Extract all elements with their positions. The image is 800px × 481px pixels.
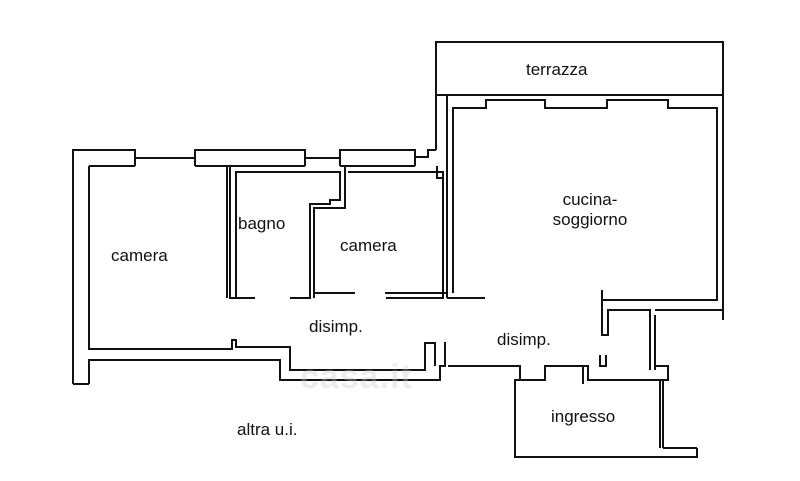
south-wall <box>88 342 446 384</box>
room-label-bagno: bagno <box>238 214 286 233</box>
room-label-disimp-left: disimp. <box>309 317 363 336</box>
room-label-disimp-right: disimp. <box>497 330 551 349</box>
room-label-cucina-line1: cucina- <box>562 190 618 209</box>
room-label-altra-ui: altra u.i. <box>237 420 298 439</box>
room-label-camera-left: camera <box>111 246 168 265</box>
kitchen-walls <box>452 99 718 301</box>
room-label-cucina-line2: soggiorno <box>552 210 628 229</box>
terrace-outline <box>435 41 724 96</box>
room-label-ingresso: ingresso <box>551 407 616 426</box>
room-label-terrazza: terrazza <box>526 60 588 79</box>
room-label-camera-middle: camera <box>340 236 397 255</box>
room-label-cucina-soggiorno: cucina- soggiorno <box>540 190 640 230</box>
